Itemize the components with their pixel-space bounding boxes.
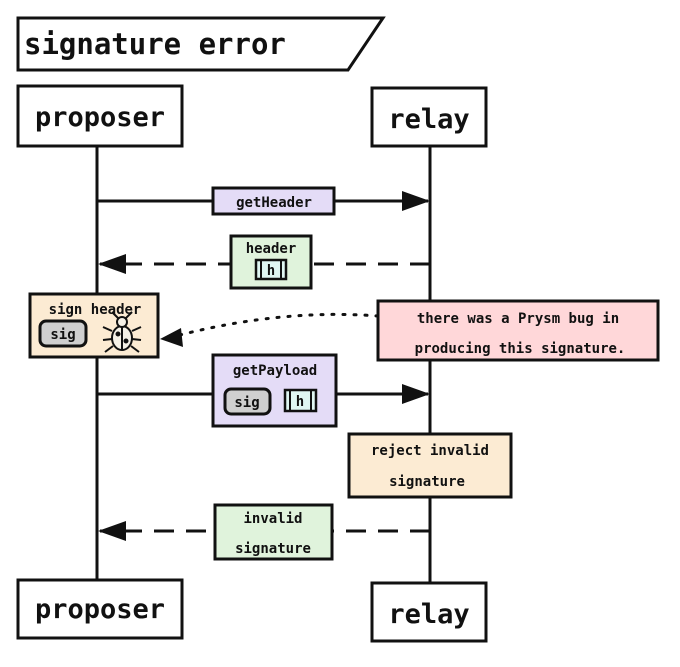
payload-h-chip: h	[283, 388, 318, 413]
participant-label: relay	[388, 599, 469, 630]
svg-text:sig: sig	[50, 327, 75, 343]
svg-text:sign header: sign header	[49, 302, 142, 318]
participant-proposer-top: proposer	[16, 84, 184, 148]
participant-relay-bottom: relay	[370, 581, 488, 643]
svg-text:h: h	[296, 394, 304, 410]
participant-label: proposer	[35, 102, 165, 133]
invalid-signature-label: invalid signature	[213, 503, 334, 561]
svg-text:getPayload: getPayload	[233, 363, 317, 379]
sig-chip: sig	[38, 319, 88, 348]
svg-text:getHeader: getHeader	[236, 195, 312, 211]
svg-text:there was a Prysm bug in: there was a Prysm bug in	[417, 311, 619, 327]
svg-text:signature: signature	[235, 541, 311, 557]
participant-proposer-bottom: proposer	[16, 578, 184, 640]
get-payload-label: getPayload sig h	[211, 353, 338, 428]
payload-sig-chip: sig	[223, 387, 272, 416]
prysm-bug-note: there was a Prysm bug in producing this …	[376, 299, 660, 362]
reject-invalid-signature-box: reject invalid signature	[347, 432, 513, 499]
svg-text:invalid: invalid	[243, 511, 302, 527]
svg-text:signature: signature	[389, 474, 465, 490]
bug-icon	[102, 311, 142, 353]
sign-header-box: sign header sig	[28, 292, 160, 359]
participant-label: relay	[388, 104, 469, 135]
title-banner: signature error	[16, 16, 386, 72]
annotation-dotted-line	[174, 312, 380, 338]
diagram-title: signature error	[24, 27, 286, 61]
svg-text:producing this signature.: producing this signature.	[415, 341, 626, 357]
svg-text:sig: sig	[234, 395, 259, 411]
participant-label: proposer	[35, 594, 165, 625]
annotation-arrowhead	[160, 328, 183, 347]
header-h-chip: h	[254, 258, 288, 281]
get-header-label: getHeader	[211, 186, 336, 216]
header-label: header h	[229, 234, 313, 290]
svg-text:h: h	[267, 263, 275, 279]
svg-text:header: header	[246, 241, 297, 257]
participant-relay-top: relay	[370, 86, 488, 148]
svg-text:reject invalid: reject invalid	[371, 443, 489, 459]
